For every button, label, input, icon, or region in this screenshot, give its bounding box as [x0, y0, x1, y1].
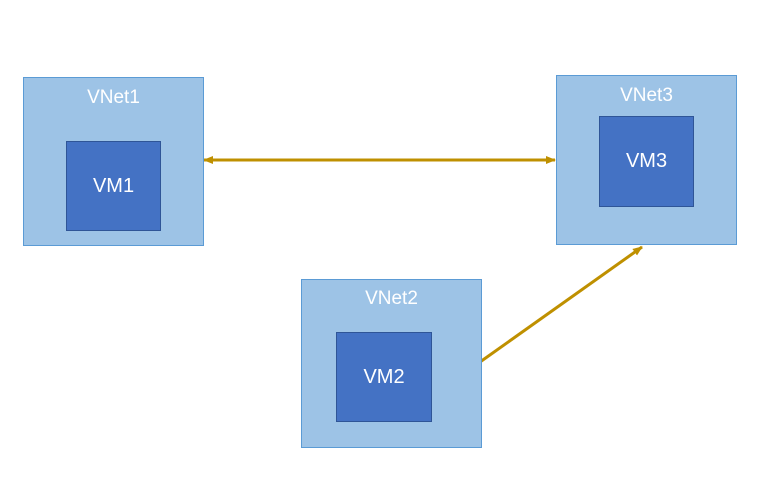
vm3-label: VM3 [625, 150, 668, 172]
vm2-label: VM2 [363, 365, 405, 388]
vnet2-box: VNet2 VM2 [301, 279, 482, 448]
vnet1-box: VNet1 VM1 [23, 77, 204, 246]
vm1-box: VM1 [66, 141, 161, 231]
vm2-box: VM2 [336, 332, 432, 422]
vnet2-vnet3-arrow [479, 245, 643, 364]
vnet2-label: VNet2 [365, 288, 418, 309]
vm1-label: VM1 [92, 174, 135, 197]
vm3-box: VM3 [599, 116, 694, 207]
vnet1-label: VNet1 [87, 87, 140, 108]
vnet3-box: VNet3 VM3 [556, 75, 737, 245]
vnet3-label: VNet3 [620, 85, 673, 106]
